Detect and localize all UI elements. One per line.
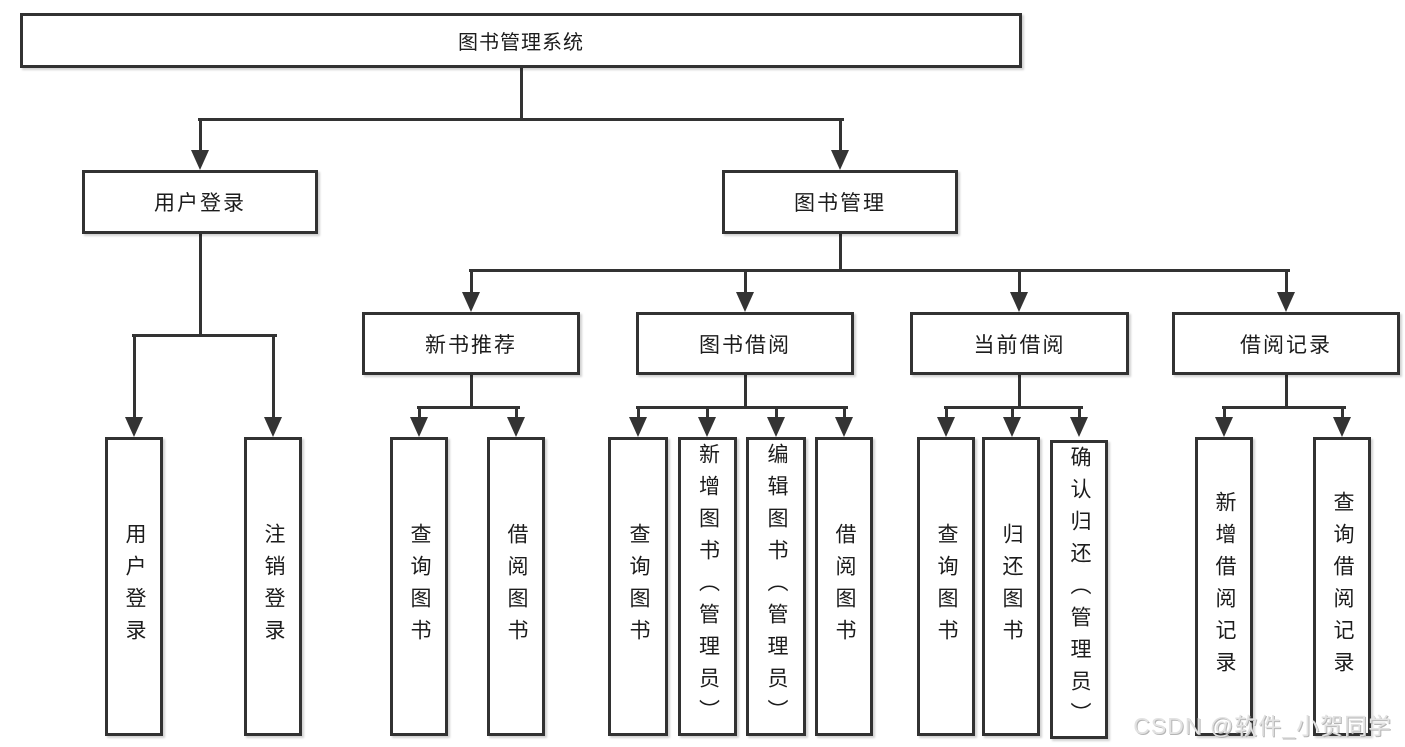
connector-stub xyxy=(705,407,709,419)
connector-arrowhead xyxy=(698,417,716,437)
node-label: 查询图书 xyxy=(627,522,650,651)
connector-arrowhead xyxy=(507,417,525,437)
leaf-logout: 注销登录 xyxy=(244,437,302,736)
connector-arrowhead xyxy=(1333,417,1351,437)
connector-arrowhead xyxy=(462,292,480,312)
connector-arrowhead xyxy=(264,417,282,437)
connector-hline xyxy=(635,405,848,409)
connector-hline xyxy=(197,117,844,121)
connector-stub xyxy=(1010,407,1014,419)
connector-stub xyxy=(743,270,747,294)
connector-stub xyxy=(838,119,842,152)
connector-stub xyxy=(944,407,948,419)
node-label: 注销登录 xyxy=(262,522,285,651)
node-label: 图书管理 xyxy=(794,192,886,215)
connector-arrowhead xyxy=(410,417,428,437)
connector-hline xyxy=(416,405,520,409)
node-label: 借阅记录 xyxy=(1240,333,1332,357)
connector-arrowhead xyxy=(629,417,647,437)
connector-arrowhead xyxy=(937,417,955,437)
node-label: 查询借阅记录 xyxy=(1331,490,1354,683)
node-label: 新书推荐 xyxy=(425,333,517,357)
leaf-confirm-return-admin: 确认归还（管理员） xyxy=(1050,440,1108,739)
connector-vline xyxy=(469,375,473,408)
connector-hline xyxy=(1221,405,1346,409)
connector-stub xyxy=(469,270,473,294)
connector-arrowhead xyxy=(191,150,209,170)
connector-vline xyxy=(198,234,202,337)
connector-stub xyxy=(1284,270,1288,294)
leaf-return-books: 归还图书 xyxy=(982,437,1040,736)
connector-arrowhead xyxy=(1070,417,1088,437)
node-label: 借阅图书 xyxy=(833,522,856,651)
connector-arrowhead xyxy=(1003,417,1021,437)
connector-vline xyxy=(838,234,842,272)
connector-arrowhead xyxy=(1215,417,1233,437)
leaf-edit-books-admin: 编辑图书（管理员） xyxy=(746,437,806,736)
node-user-login: 用户登录 xyxy=(82,170,318,234)
node-label: 图书管理系统 xyxy=(458,32,584,54)
node-label: 编辑图书（管理员） xyxy=(765,442,788,731)
connector-hline xyxy=(131,333,277,337)
leaf-add-books-admin: 新增图书（管理员） xyxy=(678,437,737,736)
node-book-management: 图书管理 xyxy=(722,170,958,234)
connector-stub xyxy=(774,407,778,419)
connector-stub xyxy=(514,407,518,419)
node-label: 确认归还（管理员） xyxy=(1068,445,1091,734)
leaf-borrow-books-1: 借阅图书 xyxy=(487,437,545,736)
node-label: 借阅图书 xyxy=(505,522,528,651)
connector-arrowhead xyxy=(767,417,785,437)
node-label: 当前借阅 xyxy=(973,333,1066,357)
connector-arrowhead xyxy=(831,150,849,170)
connector-vline xyxy=(743,375,747,408)
leaf-add-borrow-record: 新增借阅记录 xyxy=(1195,437,1253,736)
node-current-borrowing: 当前借阅 xyxy=(910,312,1129,375)
connector-stub xyxy=(132,335,136,419)
node-library-system: 图书管理系统 xyxy=(20,13,1022,68)
connector-arrowhead xyxy=(736,292,754,312)
connector-stub xyxy=(842,407,846,419)
node-label: 查询图书 xyxy=(408,522,431,651)
leaf-borrow-books-2: 借阅图书 xyxy=(815,437,873,736)
connector-stub xyxy=(1340,407,1344,419)
node-label: 图书借阅 xyxy=(699,333,791,357)
connector-vline xyxy=(1017,375,1021,408)
node-new-book-recommend: 新书推荐 xyxy=(362,312,580,375)
node-label: 新增图书（管理员） xyxy=(696,442,720,731)
connector-arrowhead xyxy=(125,417,143,437)
node-label: 用户登录 xyxy=(154,192,246,215)
connector-arrowhead xyxy=(835,417,853,437)
leaf-query-books-2: 查询图书 xyxy=(608,437,668,736)
leaf-user-login: 用户登录 xyxy=(105,437,163,736)
leaf-query-borrow-record: 查询借阅记录 xyxy=(1313,437,1371,736)
node-label: 新增借阅记录 xyxy=(1213,490,1236,683)
node-label: 归还图书 xyxy=(1000,522,1023,651)
leaf-query-books-1: 查询图书 xyxy=(390,437,448,736)
connector-stub xyxy=(1077,407,1081,419)
connector-stub xyxy=(1222,407,1226,419)
csdn-watermark: CSDN @软件_小贺同学 xyxy=(1133,713,1392,739)
connector-arrowhead xyxy=(1010,292,1028,312)
node-label: 用户登录 xyxy=(123,522,146,651)
leaf-query-books-3: 查询图书 xyxy=(917,437,975,736)
connector-stub xyxy=(1017,270,1021,294)
node-borrowing-records: 借阅记录 xyxy=(1172,312,1400,375)
node-label: 查询图书 xyxy=(935,522,958,651)
connector-stub xyxy=(198,119,202,152)
connector-stub xyxy=(417,407,421,419)
connector-hline xyxy=(468,268,1290,272)
connector-stub xyxy=(636,407,640,419)
connector-vline xyxy=(519,68,523,121)
connector-vline xyxy=(1284,375,1288,408)
connector-stub xyxy=(271,335,275,419)
node-book-borrowing: 图书借阅 xyxy=(636,312,854,375)
connector-arrowhead xyxy=(1277,292,1295,312)
